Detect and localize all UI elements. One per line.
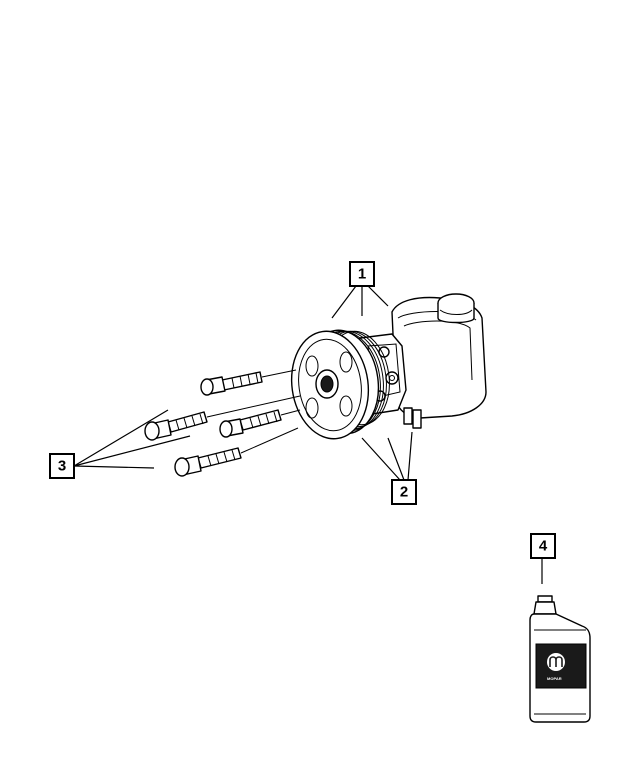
- bolt: [219, 409, 282, 438]
- callout-1: 1: [349, 261, 375, 287]
- bottle-brand-text: MOPAR: [547, 676, 562, 681]
- mounting-bolts: [144, 369, 301, 477]
- callout-2: 2: [391, 479, 417, 505]
- callout-4-label: 4: [539, 538, 548, 555]
- callout-2-label: 2: [400, 484, 408, 501]
- outlet-stud-right: [412, 409, 422, 429]
- bolt: [174, 447, 242, 477]
- bottle-cap: [537, 595, 553, 603]
- bottle-neck: [533, 601, 557, 615]
- reservoir-cap: [437, 303, 475, 324]
- outlet-stud-left: [403, 407, 413, 425]
- callout-1-label: 1: [358, 266, 366, 283]
- leader-lines: [73, 285, 543, 584]
- housing-fitting-mid: [385, 371, 399, 385]
- bolt: [144, 411, 208, 441]
- fluid-bottle: MOPAR: [529, 595, 591, 723]
- pulley-shaft-nut: [320, 375, 334, 393]
- callout-3: 3: [49, 453, 75, 479]
- power-steering-pump: [290, 293, 487, 440]
- bolt: [200, 371, 263, 396]
- callout-4: 4: [530, 533, 556, 559]
- callout-3-label: 3: [58, 458, 66, 475]
